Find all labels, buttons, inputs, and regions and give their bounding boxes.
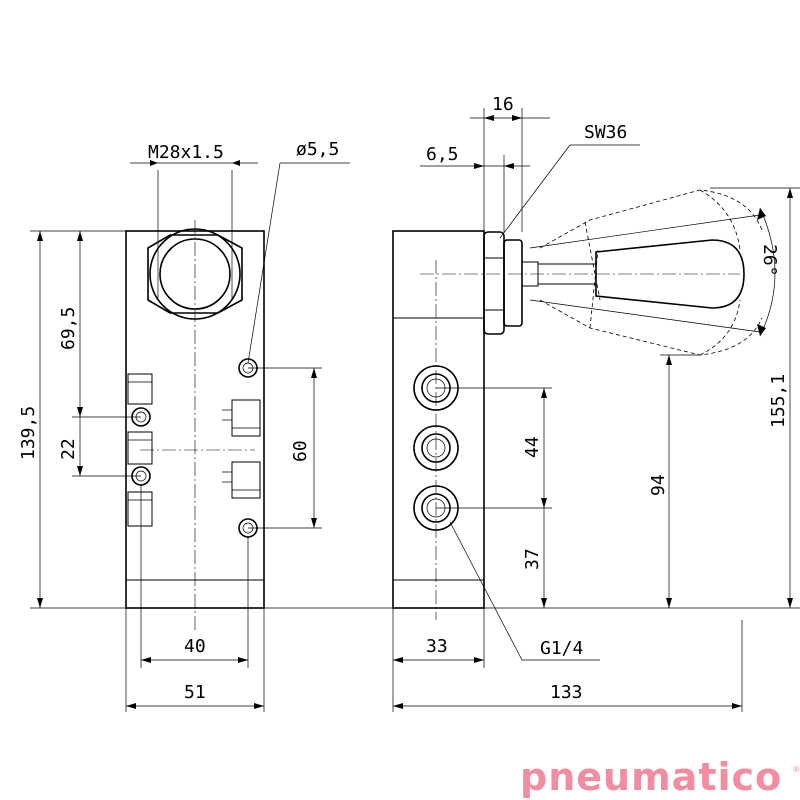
dim-width: 51 bbox=[184, 682, 206, 703]
dim-nut-offset: 6,5 bbox=[426, 144, 459, 165]
lever-handle bbox=[595, 239, 745, 309]
front-view bbox=[125, 220, 265, 630]
dim-inner-width: 40 bbox=[184, 636, 206, 657]
dim-lever-height: 94 bbox=[648, 474, 669, 496]
dim-overall-length: 133 bbox=[550, 682, 583, 703]
front-hex-nut bbox=[147, 234, 243, 314]
front-dimensions bbox=[30, 160, 800, 712]
dim-hole-diameter: ø5,5 bbox=[296, 139, 339, 160]
dim-thread: M28x1.5 bbox=[148, 142, 224, 163]
dim-total-height: 139,5 bbox=[18, 406, 39, 460]
side-view bbox=[392, 189, 763, 620]
side-dimensions bbox=[392, 108, 800, 712]
dim-base-width: 33 bbox=[426, 636, 448, 657]
brand-registered-mark: ® bbox=[792, 765, 800, 774]
side-hex-nut bbox=[483, 231, 505, 335]
dim-pitch: 22 bbox=[58, 438, 79, 460]
dim-lever-width: 16 bbox=[492, 94, 514, 115]
side-body bbox=[392, 230, 485, 609]
dim-port-base: 37 bbox=[522, 548, 543, 570]
dim-angle: 26° bbox=[759, 244, 780, 277]
side-port-2 bbox=[413, 425, 459, 471]
dim-wrench-size: SW36 bbox=[584, 122, 627, 143]
dim-port-thread: G1/4 bbox=[540, 638, 583, 659]
dim-overall-height: 155,1 bbox=[768, 374, 789, 428]
dim-upper-height: 69,5 bbox=[58, 307, 79, 350]
dim-hole-spacing: 60 bbox=[290, 440, 311, 462]
dim-port-spacing: 44 bbox=[522, 436, 543, 458]
brand-logo: pneumatico bbox=[520, 755, 782, 799]
